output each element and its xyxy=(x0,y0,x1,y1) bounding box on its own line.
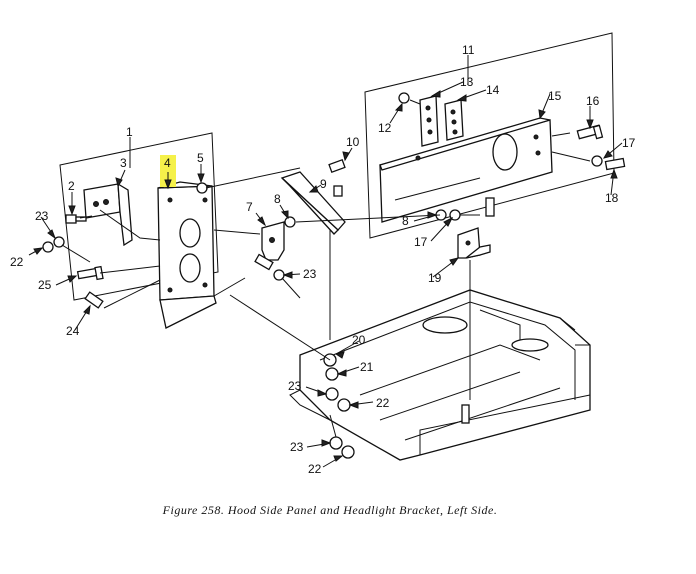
nut-22d xyxy=(341,445,355,459)
hood-frame xyxy=(289,280,591,461)
stud xyxy=(461,404,470,424)
callout-18: 18 xyxy=(605,191,619,205)
guide-lines xyxy=(61,99,591,438)
callout-1: 1 xyxy=(126,125,133,139)
callout-8b: 8 xyxy=(402,214,409,228)
callout-10: 10 xyxy=(346,135,360,149)
panel-4 xyxy=(157,181,246,329)
bolt-18 xyxy=(604,157,626,171)
figure-caption: Figure 258. Hood Side Panel and Headligh… xyxy=(162,503,498,517)
callout-17a: 17 xyxy=(622,136,636,150)
bracket-3 xyxy=(83,182,133,247)
plate-14 xyxy=(444,99,464,141)
bolt-mid xyxy=(254,253,274,271)
nut-22c xyxy=(337,398,351,412)
arrowheads xyxy=(33,90,618,462)
callout-20: 20 xyxy=(352,333,366,347)
nut-12 xyxy=(398,92,410,104)
plate-13 xyxy=(419,95,439,147)
callout-25: 25 xyxy=(38,278,52,292)
bracket-7 xyxy=(261,221,285,261)
nut-5 xyxy=(196,182,208,194)
callout-7: 7 xyxy=(246,200,253,214)
group-1-outline xyxy=(59,132,219,301)
callout-17b: 17 xyxy=(414,235,428,249)
arrow-4 xyxy=(164,179,172,190)
washer-23d xyxy=(329,436,343,450)
callout-5: 5 xyxy=(197,151,204,165)
callout-13: 13 xyxy=(460,75,474,89)
callout-16: 16 xyxy=(586,94,600,108)
callout-15: 15 xyxy=(548,89,562,103)
callout-23a: 23 xyxy=(35,209,49,223)
bolt-10 xyxy=(328,159,346,173)
callout-4: 4 xyxy=(164,156,171,170)
bolt-2 xyxy=(65,214,87,224)
callout-9: 9 xyxy=(320,177,327,191)
callout-22c: 22 xyxy=(376,396,390,410)
washer-23c xyxy=(325,387,339,401)
bracket-19 xyxy=(457,197,495,259)
callout-4-highlight xyxy=(160,155,176,187)
bolt-small xyxy=(333,185,343,197)
callout-12: 12 xyxy=(378,121,392,135)
callout-22a: 22 xyxy=(10,255,24,269)
callout-23c: 23 xyxy=(288,379,302,393)
washer-17a xyxy=(591,155,603,167)
callout-24: 24 xyxy=(66,324,80,338)
washer-23a xyxy=(53,236,65,248)
nut-8a xyxy=(284,216,296,228)
callout-3: 3 xyxy=(120,156,127,170)
long-bracket-15 xyxy=(379,117,553,223)
bracket-9 xyxy=(280,171,346,235)
callout-19: 19 xyxy=(428,271,442,285)
nut-21 xyxy=(325,367,339,381)
bolt-16 xyxy=(576,124,604,140)
callout-14: 14 xyxy=(486,83,500,97)
callout-21: 21 xyxy=(360,360,374,374)
callout-2: 2 xyxy=(68,179,75,193)
bolt-24 xyxy=(84,291,104,309)
callout-23b: 23 xyxy=(303,267,317,281)
callout-8a: 8 xyxy=(274,192,281,206)
callout-11: 11 xyxy=(462,43,475,57)
bolt-25 xyxy=(76,265,104,281)
callout-22d: 22 xyxy=(308,462,322,476)
nut-22a xyxy=(42,241,54,253)
callout-23d: 23 xyxy=(290,440,304,454)
